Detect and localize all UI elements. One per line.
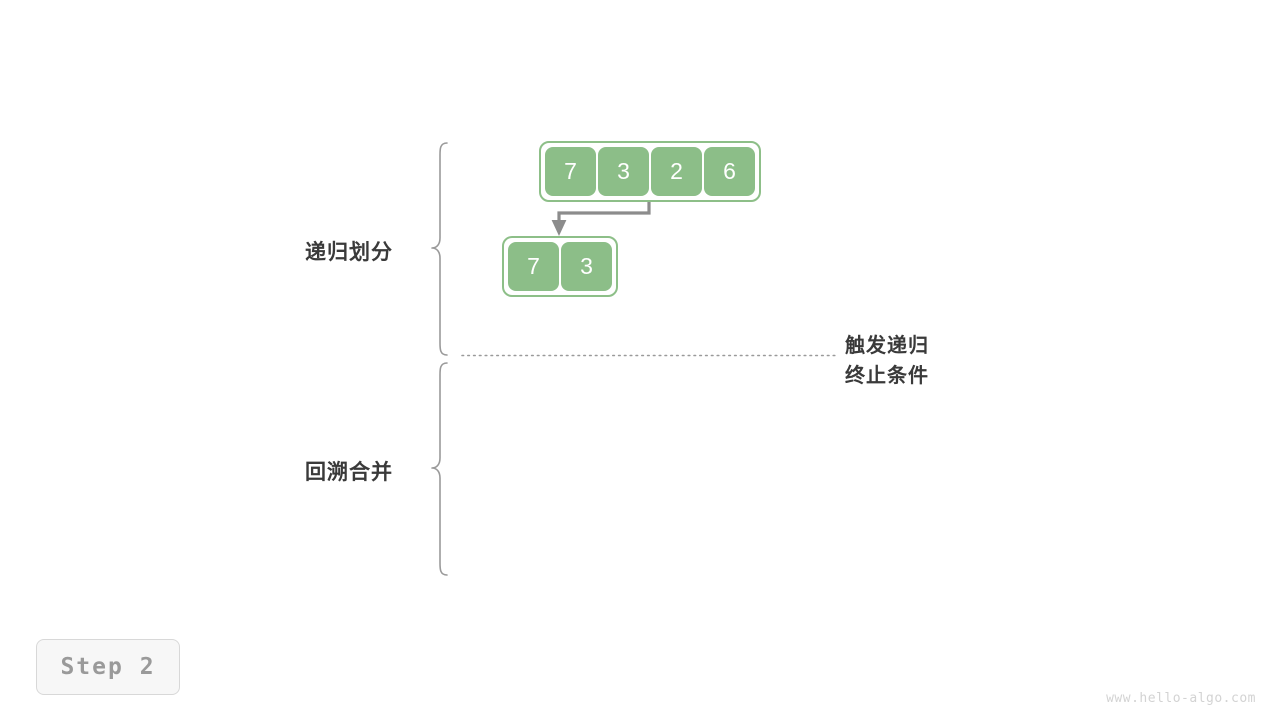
array-cell: 3	[561, 242, 612, 291]
termination-note-line-2: 终止条件	[845, 365, 929, 387]
arrowhead-icon	[551, 220, 567, 236]
array-cell: 3	[598, 147, 649, 196]
termination-condition-note: 触发递归 终止条件	[845, 331, 929, 391]
array-left-partition: 7 3	[502, 236, 618, 297]
array-cell: 6	[704, 147, 755, 196]
array-root: 7 3 2 6	[539, 141, 761, 202]
connector-root-to-left	[551, 197, 651, 236]
array-cell: 7	[545, 147, 596, 196]
brace-merge	[431, 362, 448, 576]
array-cell: 7	[508, 242, 559, 291]
step-badge: Step 2	[36, 639, 180, 695]
watermark: www.hello-algo.com	[1106, 691, 1256, 706]
array-cell: 2	[651, 147, 702, 196]
phase-label-merge: 回溯合并	[305, 461, 393, 484]
phase-label-divide: 递归划分	[305, 241, 393, 264]
brace-divide	[431, 142, 448, 356]
termination-note-line-1: 触发递归	[845, 335, 929, 357]
